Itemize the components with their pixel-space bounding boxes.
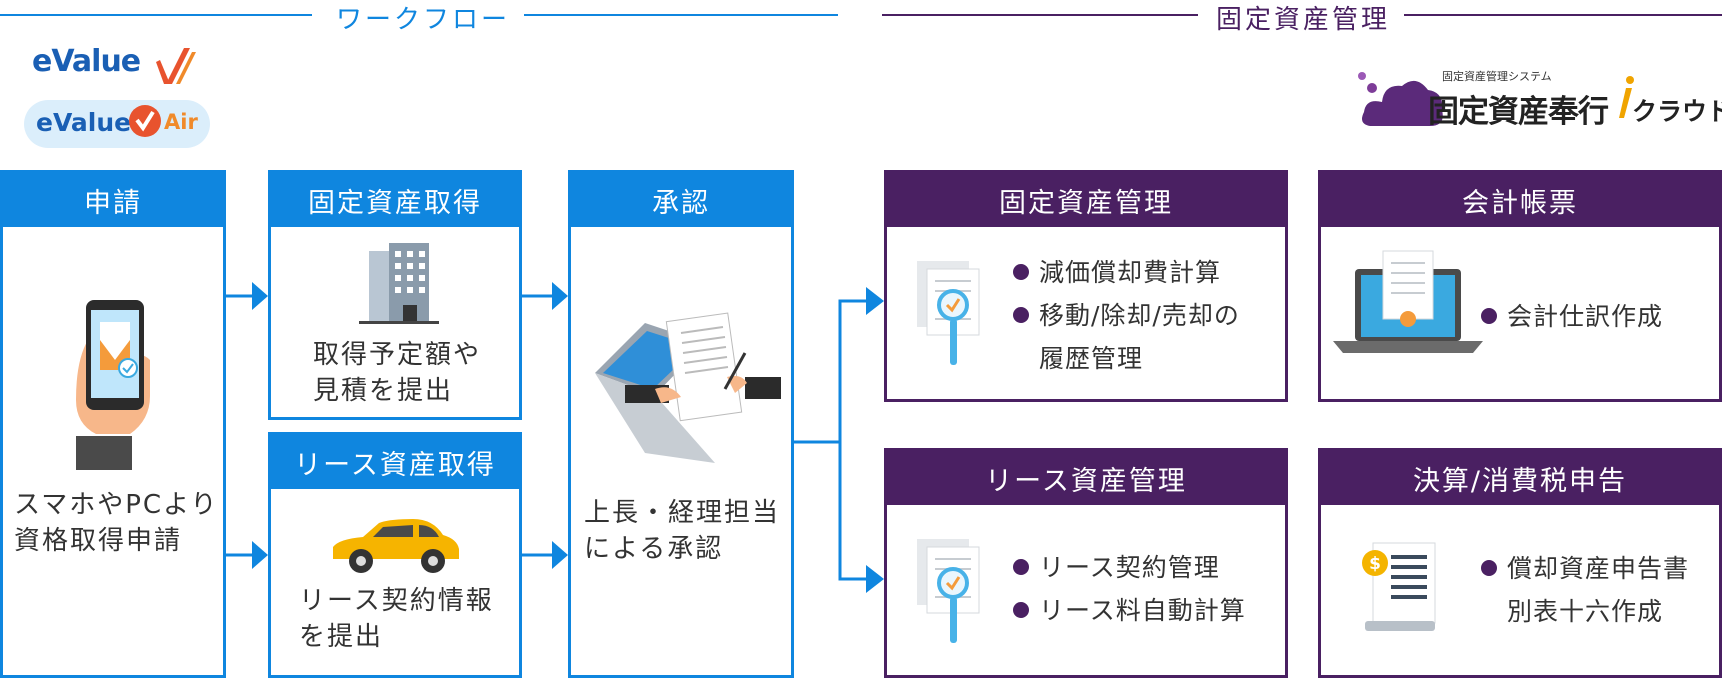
evalue-air-left-text: eValue <box>36 108 132 137</box>
acquire-box: 固定資産取得 取得予定額や 見積を提出 <box>268 170 522 420</box>
lease-management-box: リース資産管理 リース契約管理 リース料自動計算 <box>884 448 1288 678</box>
settlement-item-1: 償却資産申告書 <box>1481 547 1689 590</box>
approve-box-title: 承認 <box>571 173 791 227</box>
evalue-logo-text: eValue <box>32 44 141 79</box>
workflow-section-title: ワークフロー <box>336 5 511 35</box>
fixed-asset-item-1: 減価償却費計算 <box>1013 251 1240 294</box>
apply-text-line-1: スマホやPCより <box>14 490 219 520</box>
settlement-item-1-cont: 別表十六作成 <box>1507 597 1664 626</box>
product-logo: 固定資産管理システム 固定資産奉行 クラウド <box>1356 66 1722 132</box>
lease-management-item-1: リース契約管理 <box>1013 546 1246 589</box>
evalue-air-logo: eValue Air <box>24 100 210 148</box>
apply-box: 申請 スマホやPCより 資格取得申請 <box>0 170 226 678</box>
evalue-logo: eValue <box>32 44 196 90</box>
acquire-box-title: 固定資産取得 <box>271 173 519 227</box>
asset-section-title: 固定資産管理 <box>1216 5 1391 35</box>
i-mark-icon <box>1619 76 1634 118</box>
evalue-air-check-icon <box>129 105 161 137</box>
product-logo-suffix-text: クラウド <box>1632 97 1722 126</box>
fixed-asset-box-title: 固定資産管理 <box>887 173 1285 227</box>
lease-management-list: リース契約管理 リース料自動計算 <box>1013 546 1246 632</box>
laptop-document-icon <box>1333 250 1483 353</box>
approve-text-line-1: 上長・経理担当 <box>584 498 781 528</box>
lease-acquire-box: リース資産取得 リース契約情報 を提出 <box>268 432 522 678</box>
settlement-list: 償却資産申告書 別表十六作成 <box>1481 547 1689 633</box>
acquire-text-line-2: 見積を提出 <box>313 376 454 406</box>
laptop-approval-icon <box>595 312 781 463</box>
fixed-asset-box: 固定資産管理 減価償却費計算 移動/除却/売却の 履歴管理 <box>884 170 1288 402</box>
apply-box-title: 申請 <box>3 173 223 227</box>
document-search-icon <box>917 539 980 643</box>
settlement-box-title: 決算/消費税申告 <box>1321 451 1719 505</box>
fixed-asset-list: 減価償却費計算 移動/除却/売却の 履歴管理 <box>1013 251 1240 380</box>
cloud-icon <box>1358 72 1443 126</box>
building-icon <box>359 243 439 324</box>
workflow-line-right <box>524 14 838 16</box>
approve-box: 承認 上長・経理担当 による承認 <box>568 170 794 678</box>
tax-document-icon: $ <box>1362 542 1436 631</box>
accounting-box-title: 会計帳票 <box>1321 173 1719 227</box>
accounting-list: 会計仕訳作成 <box>1481 295 1663 338</box>
document-search-icon <box>917 261 980 365</box>
acquire-text-line-1: 取得予定額や <box>313 340 482 370</box>
product-logo-main-text: 固定資産奉行 <box>1428 94 1609 130</box>
accounting-box: 会計帳票 会計仕訳作成 <box>1318 170 1722 402</box>
lease-acquire-text-line-1: リース契約情報 <box>299 586 494 616</box>
evalue-check-icon <box>156 48 196 84</box>
fixed-asset-item-2: 移動/除却/売却の <box>1013 294 1240 337</box>
svg-text:$: $ <box>1369 554 1381 574</box>
lease-acquire-box-title: リース資産取得 <box>271 435 519 489</box>
lease-management-item-2: リース料自動計算 <box>1013 589 1246 632</box>
fixed-asset-item-2-cont: 履歴管理 <box>1039 344 1144 373</box>
asset-line-left <box>882 14 1198 16</box>
workflow-line-left <box>0 14 312 16</box>
settlement-box: 決算/消費税申告 $ 償却資産申告書 別表十六作成 <box>1318 448 1722 678</box>
lease-acquire-text-line-2: を提出 <box>299 622 384 652</box>
approve-text-line-2: による承認 <box>584 534 724 564</box>
product-logo-small-text: 固定資産管理システム <box>1442 70 1552 83</box>
asset-line-right <box>1404 14 1722 16</box>
evalue-air-right-text: Air <box>164 110 198 134</box>
apply-text-line-2: 資格取得申請 <box>14 526 183 556</box>
accounting-item-1: 会計仕訳作成 <box>1481 295 1663 338</box>
smartphone-hand-icon <box>76 300 150 470</box>
car-icon <box>333 519 459 573</box>
lease-management-box-title: リース資産管理 <box>887 451 1285 505</box>
